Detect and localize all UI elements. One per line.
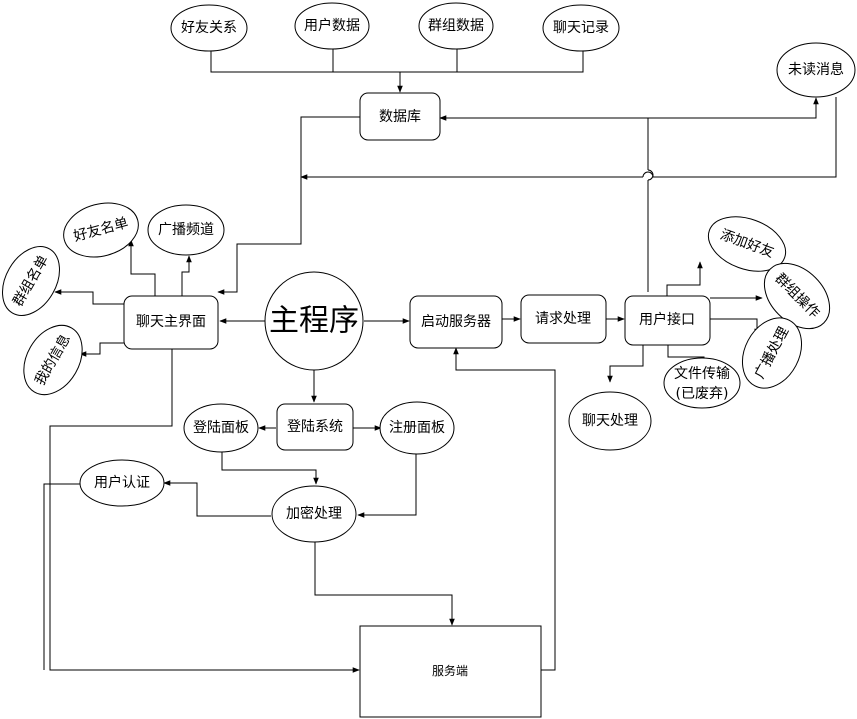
- node-request-handle: 请求处理: [520, 294, 607, 344]
- node-broadcast-channel: 广播频道: [147, 204, 225, 256]
- node-label: 聊天记录: [553, 20, 609, 36]
- node-label: 好友关系: [181, 20, 237, 36]
- node-register-panel: 注册面板: [379, 401, 455, 455]
- node-label: 聊天处理: [582, 413, 638, 429]
- node-encrypt: 加密处理: [271, 485, 357, 543]
- node-database: 数据库: [359, 92, 441, 141]
- node-login-panel: 登陆面板: [183, 403, 259, 453]
- node-label: 请求处理: [535, 311, 591, 327]
- node-chat-record: 聊天记录: [542, 4, 620, 52]
- node-label: 登陆面板: [193, 420, 249, 436]
- node-label-line2: (已废弃): [676, 386, 729, 402]
- node-server: 服务端: [359, 625, 542, 718]
- node-user-data: 用户数据: [294, 2, 370, 50]
- node-start-server: 启动服务器: [409, 295, 503, 349]
- node-label: 用户接口: [639, 311, 695, 328]
- node-label: 用户认证: [94, 474, 150, 491]
- node-label-line1: 文件传输: [674, 366, 730, 382]
- node-label: 群组数据: [428, 18, 484, 34]
- node-group-op: 群组操作: [763, 262, 831, 330]
- node-group-data: 群组数据: [418, 2, 494, 50]
- node-main-program: 主程序: [264, 271, 364, 371]
- node-file-transfer: 文件传输 (已废弃): [663, 357, 741, 409]
- node-friend-relation: 好友关系: [170, 4, 248, 52]
- node-label: 用户数据: [304, 17, 360, 34]
- node-label: 聊天主界面: [136, 314, 206, 330]
- node-label: 数据库: [379, 109, 421, 125]
- node-label: 主程序: [269, 304, 359, 339]
- node-label: 加密处理: [286, 505, 342, 522]
- node-add-friend: 添加好友: [707, 216, 787, 272]
- node-my-info: 我的信息: [23, 324, 83, 396]
- node-label: 注册面板: [389, 420, 445, 436]
- node-chat-handle: 聊天处理: [568, 391, 652, 451]
- node-login-system: 登陆系统: [276, 403, 354, 451]
- connectors: [43, 48, 837, 673]
- node-label: 登陆系统: [287, 419, 343, 435]
- node-group-list: 群组名单: [2, 246, 60, 316]
- node-label: 服务端: [432, 663, 468, 678]
- node-label: 未读消息: [788, 61, 844, 78]
- node-user-auth: 用户认证: [79, 459, 165, 507]
- node-label: 广播频道: [158, 222, 214, 238]
- node-friend-list: 好友名单: [63, 202, 139, 258]
- node-label: 启动服务器: [421, 314, 491, 330]
- node-chat-main: 聊天主界面: [123, 295, 219, 350]
- node-unread-message: 未读消息: [776, 42, 856, 98]
- node-broadcast-handle: 广播处理: [742, 317, 802, 389]
- node-user-interface: 用户接口: [624, 295, 711, 346]
